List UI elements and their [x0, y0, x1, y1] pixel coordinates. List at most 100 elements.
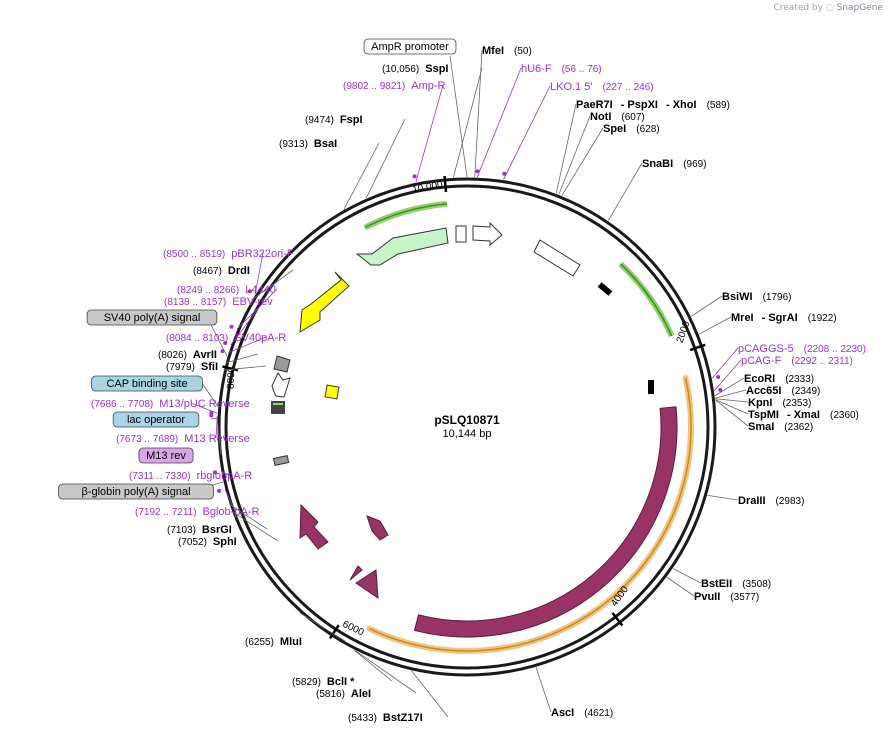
leader-line	[555, 103, 577, 194]
bstz17i-coordinate: (5433)	[348, 713, 377, 724]
m13-puc-reverse-site[interactable]: (7686 .. 7708)M13/pUC Reverse	[91, 398, 250, 410]
lko1-5-site[interactable]: LKO.1 5'(227 .. 246)	[550, 81, 654, 93]
mlui-name: MluI	[280, 636, 302, 648]
asci-site[interactable]: AscI(4621)	[551, 707, 613, 719]
ampr-promoter-label-site[interactable]: AmpR promoter	[363, 38, 457, 55]
bsteii-name-label: BstEII(3508)	[701, 578, 771, 590]
leader-line	[666, 576, 695, 597]
m13-reverse-site[interactable]: (7673 .. 7689) M13 Reverse	[116, 433, 250, 445]
bsrgi-site[interactable]: (7103)BsrGI	[167, 524, 232, 536]
paer7i-site[interactable]: PaeR7I- PspXI- XhoI(589)	[576, 99, 730, 111]
mlui-coordinate: (6255)	[245, 637, 274, 648]
sphi-site[interactable]: (7052)SphI	[178, 536, 237, 548]
bsteii-site[interactable]: BstEII(3508)	[701, 578, 771, 590]
avrii-name-label: (8026)AvrII	[158, 349, 217, 361]
beta-globin-polya-site[interactable]: β-globin poly(A) signal	[58, 483, 214, 500]
drdi-site[interactable]: (8467)DrdI	[193, 265, 250, 277]
tspmi-site[interactable]: TspMI- XmaI(2360)	[748, 409, 859, 421]
l4440-site[interactable]: (8249 .. 8266)L4440	[177, 284, 276, 296]
sphi-name: SphI	[213, 536, 237, 548]
amp-r-name: Amp-R	[411, 80, 445, 92]
snabi-site[interactable]: SnaBI(969)	[642, 158, 707, 170]
hu6-f-site[interactable]: hU6-F(56 .. 76)	[521, 63, 602, 75]
mrei-site[interactable]: MreI- SgrAI(1922)	[731, 312, 837, 324]
leader-line	[230, 300, 265, 346]
acc65i-site[interactable]: Acc65I(2349)	[746, 385, 820, 397]
primer-site-marker	[716, 375, 721, 380]
mlui-site[interactable]: (6255) MluI	[245, 636, 302, 648]
m13-rev-site[interactable]: M13 rev	[138, 447, 194, 464]
lac-operator-block	[271, 401, 285, 414]
noti-site[interactable]: NotI(607)	[590, 111, 645, 123]
asci-name-label: AscI(4621)	[551, 707, 613, 719]
bsiwi-site[interactable]: BsiWI(1796)	[722, 291, 791, 303]
kpni-site[interactable]: KpnI(2353)	[748, 397, 811, 409]
u6-promoter-feature	[472, 221, 503, 247]
bsai-site[interactable]: (9313)BsaI	[279, 138, 337, 150]
pcaggs-5-name: pCAGGS-5	[738, 343, 794, 355]
smai-name-label: SmaI(2362)	[748, 421, 813, 433]
primer-site-marker	[475, 169, 480, 174]
sfii-site[interactable]: (7979)SfiI	[166, 361, 218, 373]
rbglobpa-r-site[interactable]: (7311 .. 7330)rbglobpA-R	[129, 470, 252, 482]
beta-globin-polya-box	[58, 483, 214, 500]
leader-line	[715, 399, 749, 415]
beta-globin-polya-label: β-globin poly(A) signal	[81, 486, 190, 498]
bcli-site[interactable]: (5829)BclI *	[292, 676, 355, 688]
leader-line	[715, 399, 749, 427]
leader-line	[251, 269, 294, 301]
alei-site[interactable]: (5816)AleI	[316, 688, 371, 700]
ebv-rev-name-label: (8138 .. 8157)EBV-rev	[164, 296, 273, 308]
leader-line	[299, 612, 346, 642]
leader-line	[224, 489, 236, 512]
alei-name: AleI	[351, 688, 371, 700]
sv40-polya-signal-site[interactable]: SV40 poly(A) signal	[86, 309, 218, 326]
snabi-coordinate: (969)	[683, 159, 706, 170]
m13-rev-label: M13 rev	[146, 450, 186, 462]
leader-line	[228, 336, 267, 354]
lac-operator-site[interactable]: lac operator	[112, 411, 200, 428]
bsrgi-name: BsrGI	[202, 524, 232, 536]
ebv-rev-site[interactable]: (8138 .. 8157)EBV-rev	[164, 296, 273, 308]
ecori-site[interactable]: EcoRI(2333)	[744, 373, 814, 385]
bstz17i-site[interactable]: (5433)BstZ17I	[348, 712, 423, 724]
sspi-site[interactable]: (10,056)SspI	[382, 63, 448, 75]
leader-line	[607, 162, 643, 221]
m13-reverse-name: M13 Reverse	[184, 433, 249, 445]
fspi-site[interactable]: (9474)FspI	[305, 114, 363, 126]
ampr-highlight-core	[364, 203, 448, 229]
mfei-name-label: MfeI(50)	[482, 45, 532, 57]
l4440-name-label: (8249 .. 8266)L4440	[177, 284, 276, 296]
amp-r-site[interactable]: (9802 .. 9821)Amp-R	[343, 80, 446, 92]
avrii-site[interactable]: (8026)AvrII	[158, 349, 217, 361]
pbr322ori-f-name-label: (8500 .. 8519)pBR322ori-F	[163, 248, 294, 260]
bglob-pa-r-site[interactable]: (7192 .. 7211)Bglob-pA-R	[135, 506, 259, 518]
pvuii-site[interactable]: PvuII(3577)	[694, 591, 759, 603]
pcag-f-site[interactable]: pCAG-F(2292 .. 2311)	[741, 355, 853, 367]
primer-site-marker	[217, 488, 222, 493]
leader-line	[228, 503, 268, 530]
hu6-f-name: hU6-F	[521, 63, 552, 75]
m13-reverse-coordinate: (7673 .. 7689)	[116, 434, 178, 445]
noti-name: NotI	[590, 111, 611, 123]
spei-site[interactable]: SpeI(628)	[603, 123, 660, 135]
primer-site-marker	[412, 174, 417, 179]
smai-site[interactable]: SmaI(2362)	[748, 421, 813, 433]
m13-puc-reverse-name-label: (7686 .. 7708)M13/pUC Reverse	[91, 398, 250, 410]
feature-highlights	[363, 200, 694, 654]
bsteii-name: BstEII	[701, 578, 732, 590]
cap-binding-site-site[interactable]: CAP binding site	[91, 375, 203, 392]
pcaggs-5-site[interactable]: pCAGGS-5(2208 .. 2230)	[738, 343, 866, 355]
paer7i-name: PaeR7I	[576, 99, 613, 111]
snapgene-branding: Created by ◌ SnapGene	[773, 3, 883, 13]
sv40pa-r-site[interactable]: (8084 .. 8103)SV40pA-R	[166, 332, 286, 344]
fspi-name-label: (9474)FspI	[305, 114, 363, 126]
drdi-name-label: (8467)DrdI	[193, 265, 250, 277]
pbr322ori-f-site[interactable]: (8500 .. 8519)pBR322ori-F	[163, 248, 294, 260]
amp-r-name-label: (9802 .. 9821)Amp-R	[343, 80, 446, 92]
pvuii-name-label: PvuII(3577)	[694, 591, 759, 603]
draiii-site[interactable]: DraIII(2983)	[738, 495, 804, 507]
mfei-site[interactable]: MfeI(50)	[482, 45, 532, 57]
tspmi-name-label: TspMI- XmaI(2360)	[748, 409, 859, 421]
lko1-5-name: LKO.1 5'	[550, 81, 592, 93]
